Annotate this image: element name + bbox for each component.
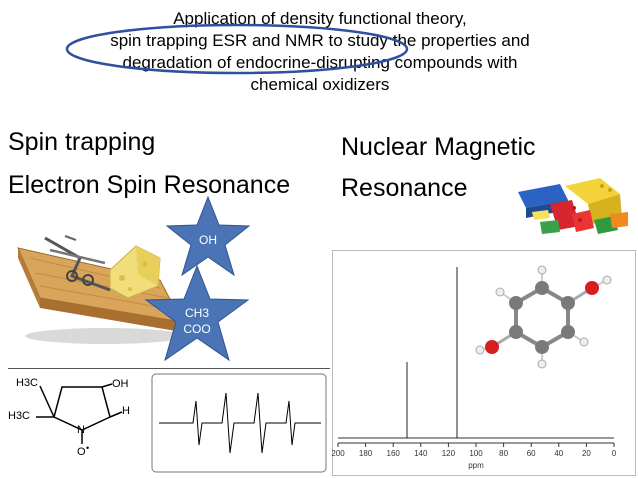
nmr-tick-60: 60 bbox=[527, 449, 536, 458]
label-h3c-top: H3C bbox=[16, 377, 39, 389]
nmr-tick-140: 140 bbox=[414, 449, 428, 458]
label-oh: OH bbox=[112, 378, 129, 390]
slide-title: Application of density functional theory… bbox=[40, 8, 600, 96]
nmr-tick-200: 200 bbox=[332, 449, 345, 458]
esr-spectrum bbox=[151, 373, 327, 473]
star-oh-label: OH bbox=[199, 233, 217, 247]
label-o: O bbox=[77, 446, 86, 458]
nmr-axis-ticks bbox=[337, 443, 615, 447]
nmr-tick-80: 80 bbox=[499, 449, 508, 458]
nmr-tick-160: 160 bbox=[387, 449, 401, 458]
title-line-1: Application of density functional theory… bbox=[173, 9, 467, 28]
star-ch3coo bbox=[144, 264, 250, 362]
radical-dot: • bbox=[86, 443, 90, 453]
nmr-tick-0: 0 bbox=[612, 449, 617, 458]
nmr-tick-120: 120 bbox=[442, 449, 456, 458]
star-oh bbox=[165, 195, 251, 277]
nmr-spectrum: 200 180 160 140 120 100 80 60 40 20 0 pp… bbox=[332, 250, 636, 476]
nmr-heading-line2: Resonance bbox=[341, 174, 468, 202]
mousetrap-image bbox=[17, 235, 185, 344]
nmr-tick-180: 180 bbox=[359, 449, 373, 458]
star-ch3coo-label-line1: CH3 bbox=[184, 306, 209, 320]
label-n: N bbox=[77, 424, 85, 436]
nmr-tick-20: 20 bbox=[582, 449, 591, 458]
esr-heading: Electron Spin Resonance bbox=[8, 171, 291, 199]
label-h3c-left: H3C bbox=[8, 410, 31, 422]
nmr-tick-100: 100 bbox=[469, 449, 483, 458]
nmr-heading-line1: Nuclear Magnetic bbox=[341, 133, 536, 161]
star-ch3coo-label: CH3 COO bbox=[177, 305, 217, 337]
lego-bricks-image bbox=[518, 178, 628, 234]
title-line-3: degradation of endocrine-disrupting comp… bbox=[122, 53, 518, 72]
nmr-tick-40: 40 bbox=[554, 449, 563, 458]
dmpo-structure bbox=[36, 383, 123, 444]
hydroquinone-model bbox=[475, 265, 612, 369]
title-line-4: chemical oxidizers bbox=[250, 75, 390, 94]
label-h: H bbox=[122, 405, 130, 417]
star-ch3coo-label-line2: COO bbox=[183, 322, 211, 336]
divider-line bbox=[8, 368, 330, 369]
spin-trapping-heading: Spin trapping bbox=[8, 128, 156, 156]
nmr-axis-unit: ppm bbox=[468, 461, 484, 470]
highlight-ellipse bbox=[65, 23, 409, 75]
title-line-2: spin trapping ESR and NMR to study the p… bbox=[110, 31, 530, 50]
